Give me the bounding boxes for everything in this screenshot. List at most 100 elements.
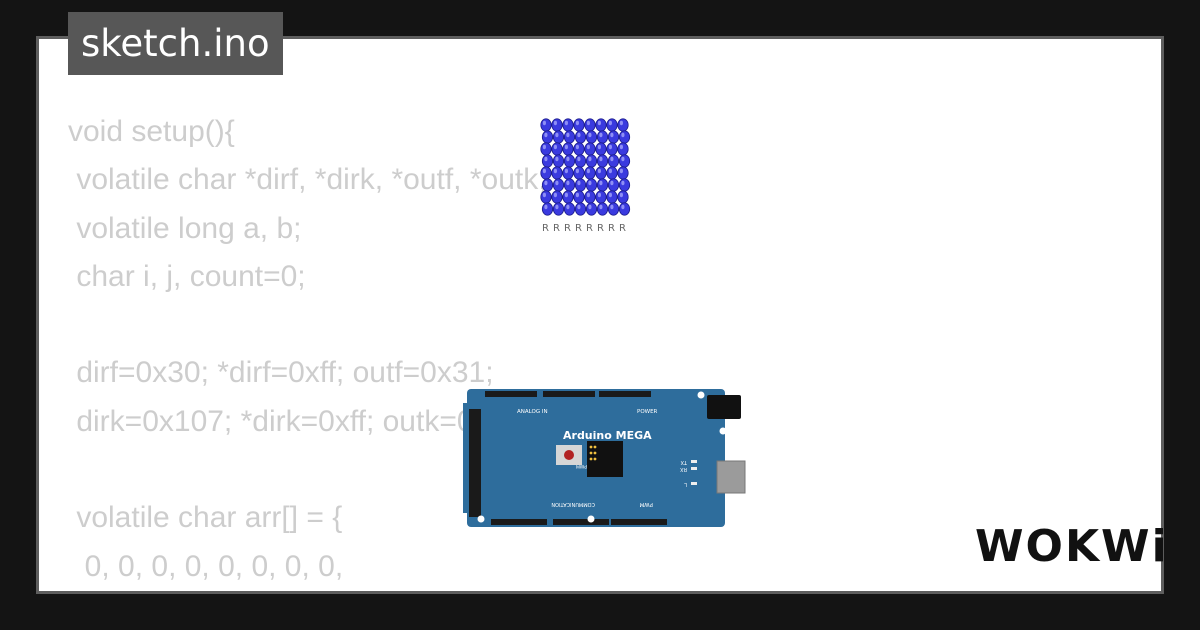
matrix-led-highlight — [608, 168, 612, 174]
matrix-led — [596, 130, 609, 144]
matrix-led — [585, 130, 598, 144]
matrix-led — [541, 130, 554, 144]
matrix-led — [617, 142, 629, 156]
matrix-led-highlight — [588, 180, 592, 186]
code-line: volatile char arr[] = { — [68, 501, 343, 535]
preview-card: void setup(){ volatile char *dirf, *dirk… — [36, 36, 1164, 594]
matrix-led — [563, 202, 576, 216]
matrix-led-highlight — [599, 180, 603, 186]
matrix-led-highlight — [619, 120, 623, 126]
matrix-led-highlight — [608, 120, 612, 126]
code-line: void setup(){ — [68, 115, 235, 148]
matrix-led-highlight — [553, 168, 557, 174]
matrix-led-highlight — [610, 180, 614, 186]
board-name-label: Arduino MEGA — [563, 429, 652, 442]
matrix-led — [585, 202, 598, 216]
matrix-led-highlight — [575, 120, 579, 126]
matrix-led-highlight — [586, 192, 590, 198]
matrix-led — [574, 154, 587, 168]
matrix-led-highlight — [599, 132, 603, 138]
matrix-led — [552, 130, 565, 144]
bottom-header-2 — [553, 519, 609, 525]
mount-hole-4 — [477, 515, 485, 523]
mount-hole-1 — [697, 391, 705, 399]
matrix-led — [606, 166, 618, 180]
matrix-led-highlight — [542, 144, 546, 150]
resistor-label: R — [564, 223, 571, 234]
matrix-led-highlight — [577, 204, 581, 210]
analog-label: ANALOG IN — [517, 409, 548, 415]
code-line: 0b11111111, 0b11111111, 0b01100000 — [68, 591, 568, 592]
matrix-led — [552, 154, 565, 168]
code-editor: void setup(){ volatile char *dirf, *dirk… — [68, 108, 568, 592]
code-line — [68, 301, 568, 349]
matrix-led-highlight — [588, 156, 592, 162]
matrix-led-highlight — [566, 204, 570, 210]
matrix-led-highlight — [544, 132, 548, 138]
matrix-led — [540, 166, 552, 180]
matrix-led-highlight — [610, 156, 614, 162]
matrix-led-highlight — [564, 144, 568, 150]
matrix-led-highlight — [575, 192, 579, 198]
matrix-led — [552, 178, 565, 192]
matrix-led — [596, 178, 609, 192]
matrix-led — [563, 178, 576, 192]
matrix-led — [573, 190, 585, 204]
resistor-label: R — [553, 223, 560, 234]
matrix-led-highlight — [577, 132, 581, 138]
matrix-led — [606, 118, 618, 132]
matrix-led-highlight — [610, 204, 614, 210]
matrix-led-highlight — [621, 132, 625, 138]
wokwi-logo: WOKWi — [975, 521, 1169, 572]
board-edge — [463, 403, 469, 513]
matrix-led — [606, 190, 618, 204]
matrix-led — [596, 202, 609, 216]
matrix-led-highlight — [564, 168, 568, 174]
matrix-led-highlight — [564, 192, 568, 198]
matrix-led — [563, 154, 576, 168]
matrix-led — [551, 118, 563, 132]
matrix-led — [618, 154, 631, 168]
matrix-led — [573, 118, 585, 132]
matrix-led-highlight — [542, 120, 546, 126]
matrix-led — [540, 118, 552, 132]
matrix-led — [562, 190, 574, 204]
arduino-mega-board: Arduino MEGA ANALOG IN POWER COMMUNICATI… — [463, 389, 746, 527]
resistor-label: R — [597, 223, 604, 234]
matrix-led — [584, 190, 596, 204]
mount-hole-2 — [719, 427, 727, 435]
matrix-led-highlight — [597, 192, 601, 198]
matrix-led-highlight — [575, 168, 579, 174]
matrix-led-highlight — [544, 156, 548, 162]
code-line: char i, j, count=0; — [68, 259, 306, 293]
matrix-led-highlight — [553, 144, 557, 150]
matrix-led-highlight — [555, 180, 559, 186]
l-led — [691, 482, 697, 485]
matrix-led — [552, 202, 565, 216]
matrix-led-highlight — [564, 120, 568, 126]
resistor-label: R — [575, 223, 582, 234]
matrix-led — [606, 142, 618, 156]
matrix-led-highlight — [588, 132, 592, 138]
matrix-led-highlight — [544, 180, 548, 186]
matrix-led-highlight — [619, 144, 623, 150]
matrix-led — [595, 166, 607, 180]
bottom-header-1 — [491, 519, 547, 525]
code-line: dirf=0x30; *dirf=0xff; outf=0x31; — [68, 356, 494, 390]
matrix-led-highlight — [586, 168, 590, 174]
matrix-led-highlight — [566, 156, 570, 162]
matrix-led-highlight — [588, 204, 592, 210]
usb-port — [716, 460, 746, 494]
matrix-led — [540, 142, 552, 156]
matrix-led-highlight — [575, 144, 579, 150]
matrix-led — [541, 202, 554, 216]
matrix-led — [595, 118, 607, 132]
matrix-led — [618, 178, 631, 192]
matrix-led — [551, 142, 563, 156]
matrix-led — [617, 118, 629, 132]
matrix-led-highlight — [555, 204, 559, 210]
matrix-led-highlight — [555, 156, 559, 162]
reset-button-cap[interactable] — [564, 450, 574, 460]
bottom-header-3 — [611, 519, 667, 525]
